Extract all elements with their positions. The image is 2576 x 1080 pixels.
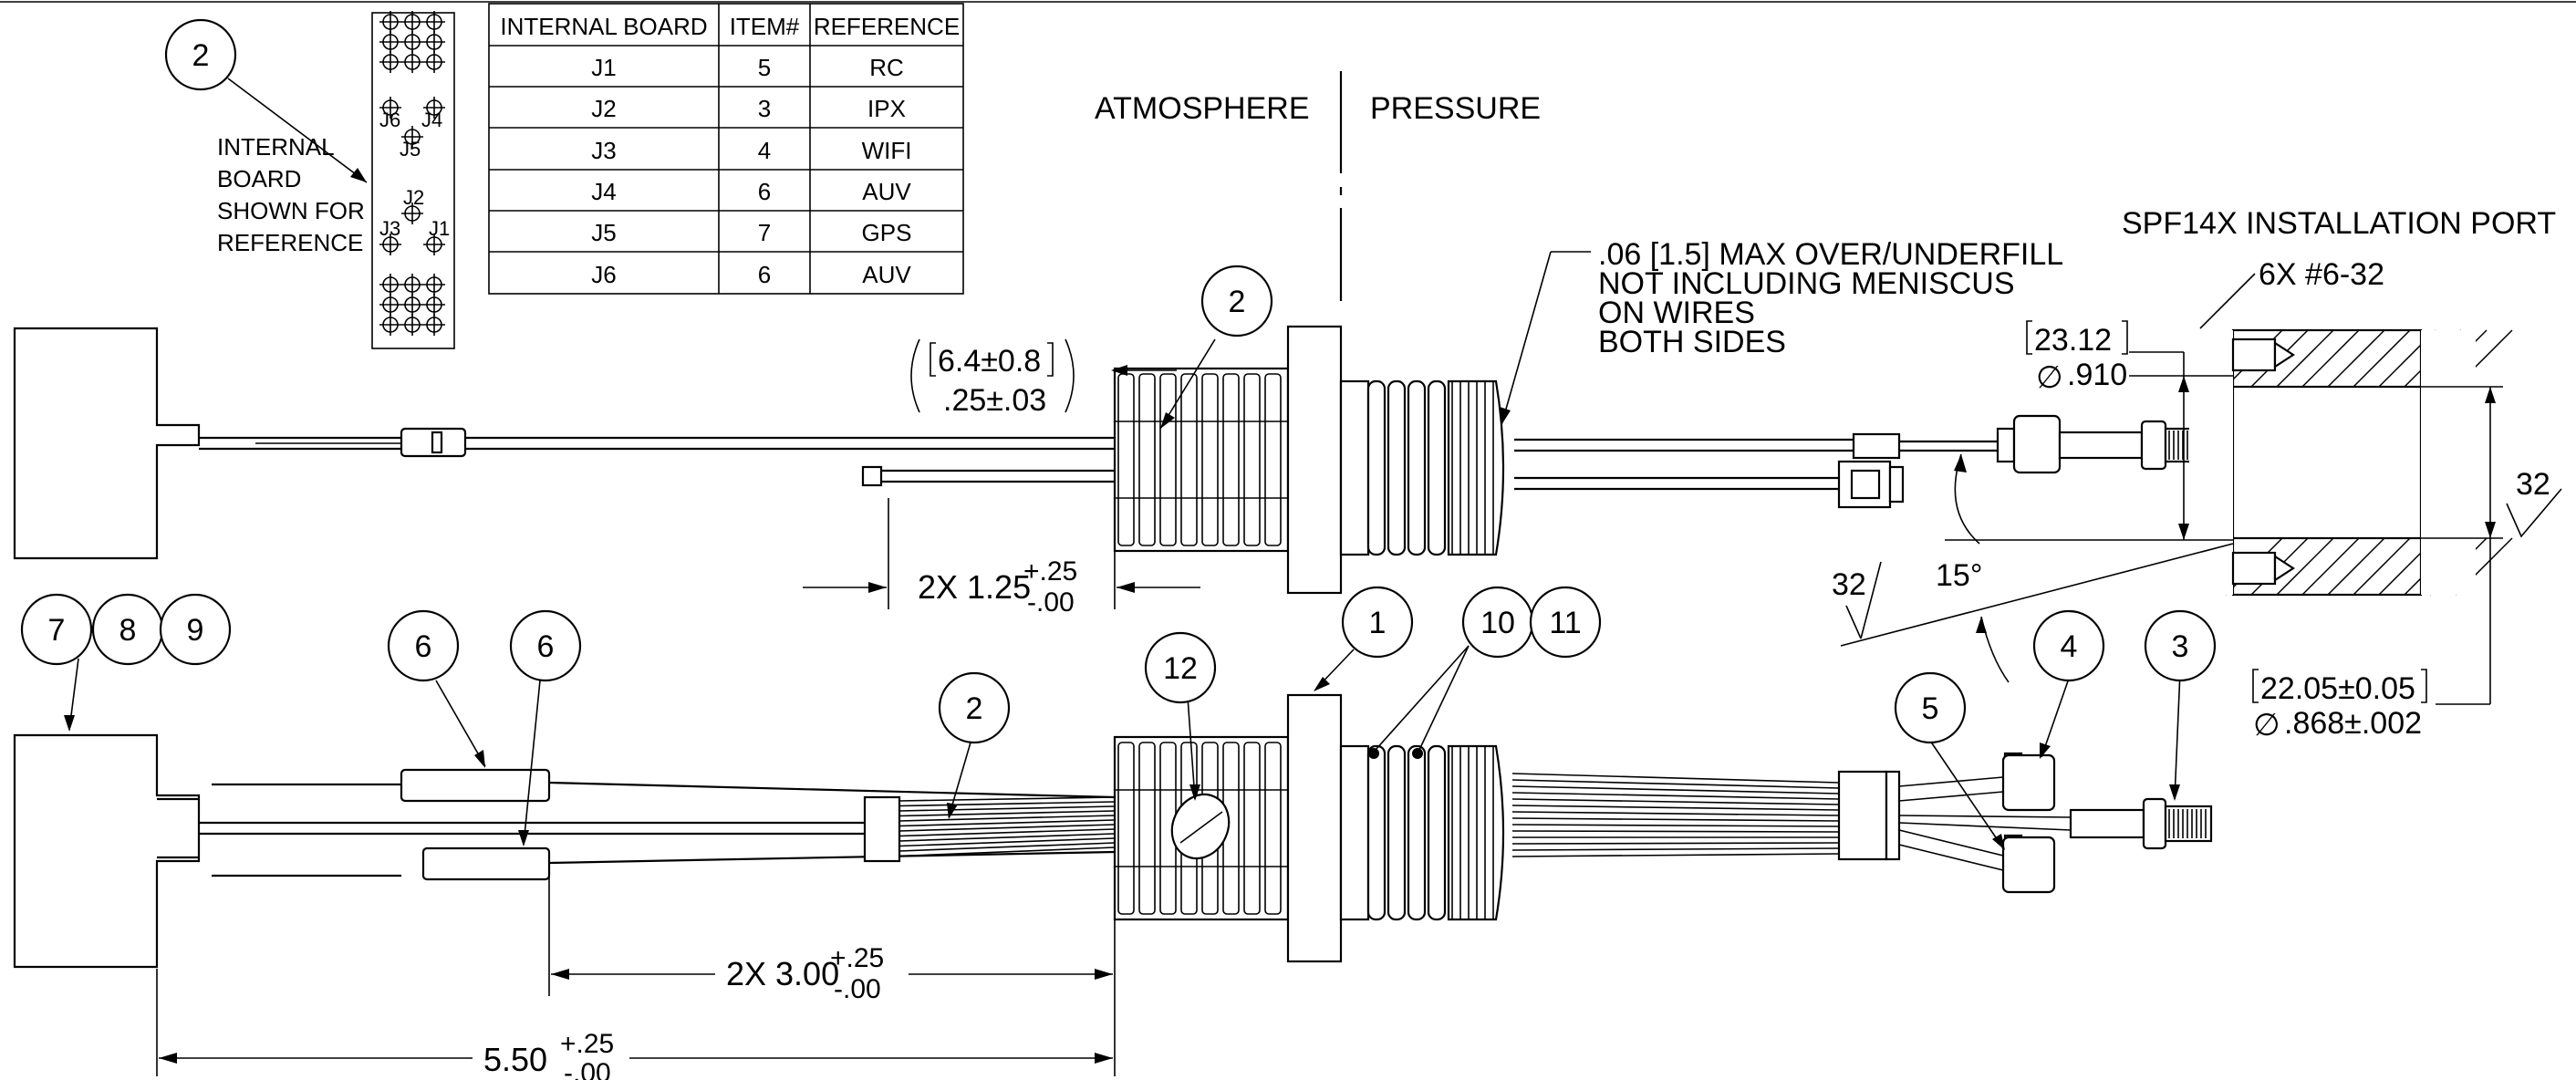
table-cell: WIFI	[862, 137, 912, 164]
table-cell: 3	[758, 95, 771, 122]
table-cell: IPX	[867, 95, 906, 122]
surface-finish-left: 32	[1832, 561, 1882, 639]
port-title: SPF14X INSTALLATION PORT	[2122, 206, 2556, 241]
table-cell: J6	[591, 261, 616, 288]
dim-tol-plus: +.25	[1023, 556, 1077, 587]
jack-reference-table: INTERNAL BOARD ITEM# REFERENCE J1 5 RC J2 3 IPX J…	[488, 3, 964, 295]
dim-tol-minus: -.00	[834, 974, 881, 1004]
dimension-chamfer-angle: 15°	[1840, 453, 2234, 683]
table-cell: 6	[758, 178, 771, 205]
balloon-number: 11	[1549, 606, 1581, 640]
board-note-line: REFERENCE	[217, 229, 363, 256]
table-cell: J5	[591, 219, 616, 246]
dimension-bore: 23.12 ∅ .910	[1945, 320, 2233, 541]
dim-bore-metric: 23.12	[2034, 323, 2112, 358]
balloon-number: 6	[537, 629, 555, 664]
dim-tol-minus: -.00	[564, 1058, 611, 1080]
board-note-line: BOARD	[217, 165, 301, 192]
top-view-assembly	[13, 325, 2213, 595]
table-cell: J4	[591, 178, 616, 205]
dim-main: 5.50	[483, 1041, 547, 1078]
table-cell: 4	[758, 137, 771, 164]
dim-tol1-inch: .25±.03	[943, 383, 1046, 418]
balloon-number: 5	[1922, 691, 1939, 726]
item-balloons: 2 2 2 7 8 9 6 6 12 1 10 11 5 4 3	[20, 18, 2217, 850]
dimension-grommet-pitch: 6.4±0.8 .25±.03	[910, 338, 1177, 418]
balloon-number: 2	[192, 38, 210, 73]
balloon-number: 1	[1369, 606, 1387, 640]
balloon-number: 4	[2061, 629, 2078, 664]
board-jack-label: J6	[379, 109, 400, 131]
board-jack-label: J2	[403, 186, 424, 209]
table-header: INTERNAL BOARD	[500, 13, 707, 40]
table-header: REFERENCE	[814, 13, 960, 40]
angle-label: 15°	[1936, 558, 1982, 593]
dim-tol-plus: +.25	[560, 1029, 614, 1059]
balloon-number: 8	[119, 613, 137, 648]
board-note: INTERNAL BOARD SHOWN FOR REFERENCE	[217, 78, 368, 256]
balloon-number: 10	[1480, 606, 1515, 640]
board-jack-label: J1	[429, 217, 450, 240]
balloon-number: 7	[48, 613, 66, 648]
dim-main: 2X 1.25	[918, 568, 1031, 606]
dim-diameter-symbol: ∅	[2036, 360, 2063, 395]
installation-port-section: SPF14X INSTALLATION PORT 6X #6-32	[2122, 206, 2556, 597]
dim-port-metric: 22.05±0.05	[2260, 671, 2415, 706]
atmosphere-label: ATMOSPHERE	[1095, 91, 1310, 126]
dim-bore-inch: .910	[2067, 358, 2127, 392]
bottom-view-assembly	[13, 693, 2213, 969]
finish-value: 32	[1832, 567, 1866, 602]
dim-tol-minus: -.00	[1027, 587, 1075, 618]
dimension-5-50: 5.50 +.25 -.00	[156, 969, 1113, 1080]
pressure-label: PRESSURE	[1370, 91, 1541, 126]
balloon-number: 2	[966, 691, 983, 726]
fill-note-line: BOTH SIDES	[1598, 325, 1786, 359]
dim-tol1-metric: 6.4±0.8	[938, 344, 1041, 379]
dimension-2x-3-00: 2X 3.00 +.25 -.00	[548, 870, 1116, 1076]
fill-note-line: ON WIRES	[1598, 296, 1755, 330]
fill-note-line: .06 [1.5] MAX OVER/UNDERFILL	[1598, 237, 2063, 272]
fill-note: .06 [1.5] MAX OVER/UNDERFILL NOT INCLUDI…	[1500, 237, 2063, 426]
board-note-line: INTERNAL	[217, 133, 335, 161]
table-cell: J2	[591, 95, 616, 122]
dimension-port: 22.05±0.05 ∅ .868±.002	[2252, 386, 2503, 742]
board-jack-label: J5	[400, 138, 421, 161]
table-cell: 6	[758, 261, 771, 288]
table-cell: GPS	[862, 219, 912, 246]
balloon-number: 9	[187, 613, 204, 648]
dimension-2x-1-25: 2X 1.25 +.25 -.00	[803, 498, 1200, 618]
table-header: ITEM#	[730, 13, 800, 40]
screw-note: 6X #6-32	[2259, 257, 2384, 292]
balloon-number: 12	[1163, 651, 1198, 686]
table-cell: J1	[591, 54, 616, 81]
surface-finish-right: 32	[2506, 467, 2562, 538]
board-jack-label: J3	[379, 217, 400, 240]
dim-diameter-symbol: ∅	[2253, 708, 2280, 742]
internal-board-sketch: J6 J4 J5 J2 J3 J1	[371, 11, 455, 349]
table-cell: 5	[758, 54, 771, 81]
dim-tol-plus: +.25	[830, 943, 884, 973]
table-cell: AUV	[862, 178, 911, 205]
finish-value: 32	[2516, 467, 2550, 502]
table-cell: AUV	[862, 261, 911, 288]
dim-main: 2X 3.00	[726, 955, 839, 992]
board-note-line: SHOWN FOR	[217, 197, 365, 224]
board-jack-label: J4	[421, 109, 442, 131]
table-cell: J3	[591, 137, 616, 164]
balloon-number: 2	[1229, 285, 1246, 319]
fill-note-line: NOT INCLUDING MENISCUS	[1598, 266, 2015, 301]
balloon-number: 3	[2172, 629, 2189, 664]
dim-port-inch: .868±.002	[2284, 706, 2422, 741]
table-cell: RC	[869, 54, 904, 81]
balloon-number: 6	[415, 629, 432, 664]
table-cell: 7	[758, 219, 771, 246]
